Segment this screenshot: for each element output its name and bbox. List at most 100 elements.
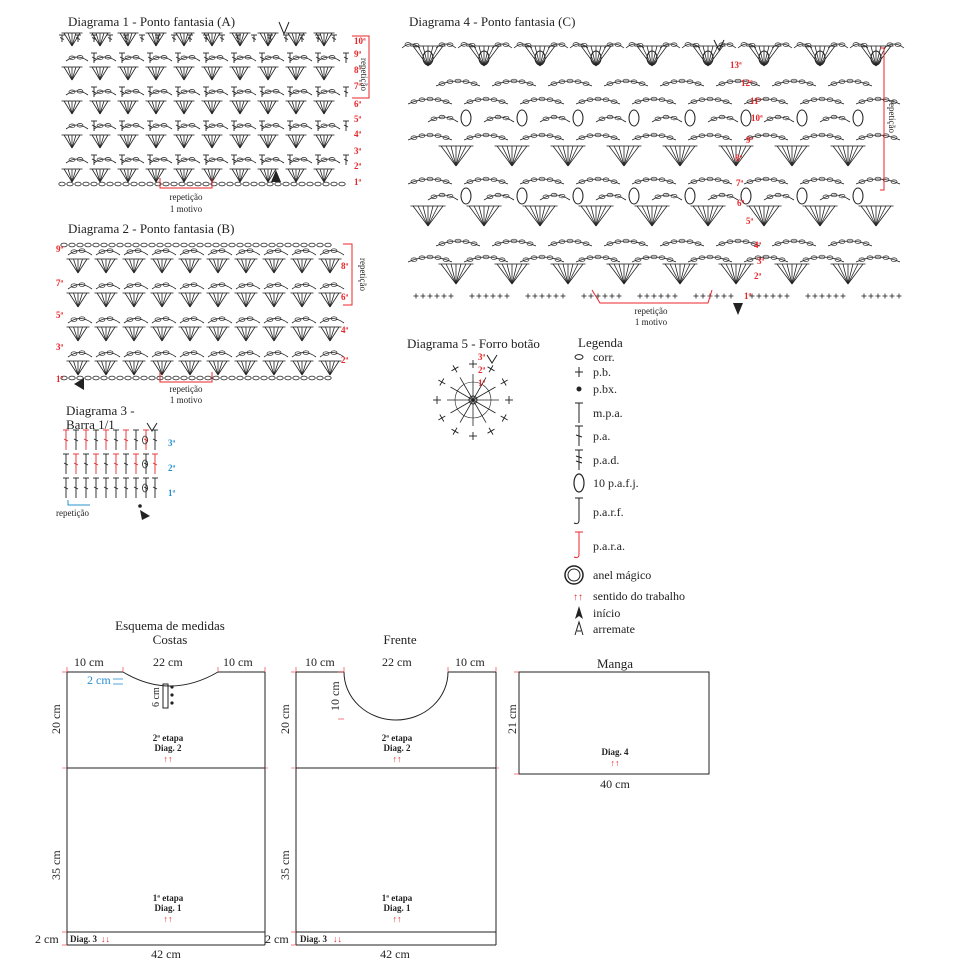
puff-stitch [702,50,714,66]
fan-stitch [91,66,101,81]
fan-stitch [127,168,137,183]
chain-stitch [582,241,590,246]
fan-stitch [129,292,135,308]
row-number: 9ª [746,135,754,145]
chain-stitch [662,192,670,198]
fan-stitch [241,326,247,342]
chain-stitch [580,43,588,48]
chain-stitch [602,177,610,182]
fan-stitch [618,263,625,285]
chain-arc [179,250,205,256]
fan-stitch [552,145,569,167]
chain-stitch [874,254,882,260]
chain-stitch [460,42,468,47]
costas-width: 42 cm [151,947,181,961]
chain-stitch [742,79,750,84]
chain-stitch [666,135,674,140]
chain-stitch [300,55,308,60]
chain-stitch [498,99,506,104]
fan-stitch [161,292,167,308]
chain-arc [235,284,261,290]
puff-stitch [460,187,472,205]
fan-stitch [664,263,681,285]
chain-arc [491,43,513,49]
fan-stitch [147,168,157,183]
stitch-bar [63,462,69,466]
chain-stitch [690,99,698,104]
fan-stitch [329,292,340,308]
diagram-3-bottom-label: repetição [56,508,89,518]
chain-stitch [628,42,636,47]
fan-stitch [133,258,139,274]
fan-stitch [287,66,297,81]
fan-stitch [241,292,247,308]
manga-height: 21 cm [505,704,519,734]
chain-stitch [284,242,292,248]
fan-stitch [735,145,752,167]
chain-stitch [434,133,442,138]
fan-stitch [267,134,273,149]
fan-stitch [101,258,107,274]
chain-stitch [714,97,722,102]
chain-stitch [252,375,260,381]
chain-stitch [834,179,842,184]
stitch-bar [203,158,209,162]
stitch-bar [155,37,161,40]
fan-stitch [236,258,247,274]
fan-stitch [119,100,129,115]
chain-stitch [494,241,502,246]
chain-stitch [228,242,236,248]
fan-stitch [506,263,513,285]
row-number: 3ª [354,146,362,156]
chain-stitch [782,193,790,199]
chain-stitch [474,177,482,182]
fan-stitch [269,360,275,376]
fan-stitch [295,134,305,149]
fan-stitch [814,45,821,67]
fan-stitch [763,205,780,227]
diagram-3-title-1: Diagrama 3 - [66,403,135,418]
chain-stitch [274,282,282,287]
chain-stitch [266,317,274,322]
fan-stitch [791,263,798,285]
chain-stitch [246,248,254,253]
stitch-bar [231,158,237,162]
chain-stitch [826,133,834,138]
fan-stitch [99,32,109,47]
chain-stitch [438,42,446,47]
fan-stitch [208,292,219,308]
chain-stitch [662,241,670,246]
chain-stitch [466,179,474,184]
fan-stitch [692,205,709,227]
fan-stitch [217,292,223,308]
chain-stitch [244,157,252,162]
fan-stitch [91,100,101,115]
frente-stage1-2: Diag. 1 [383,903,411,913]
chain-stitch [188,242,196,248]
chain-stitch [320,157,328,162]
chain-stitch [314,181,322,187]
chain-stitch [438,114,446,120]
stitch-bar [175,124,181,128]
fan-stitch [804,45,821,67]
chain-stitch [434,255,442,260]
chain-stitch [774,192,782,198]
chain-stitch [750,241,758,246]
fan-stitch [450,263,457,285]
chain-stitch [526,81,534,86]
row-number: 5ª [746,216,754,226]
chain-stitch [490,133,498,138]
fan-stitch [217,326,223,342]
chain-arc [179,352,205,358]
fan-stitch [203,134,213,149]
fan-stitch [735,145,747,167]
chain-stitch [212,375,220,381]
chain-stitch [260,375,268,381]
fan-stitch [291,134,297,149]
fan-stitch [105,292,116,308]
chain-stitch [162,282,170,287]
fan-stitch [124,258,135,274]
fan-stitch [730,263,737,285]
fan-stitch [71,168,77,183]
